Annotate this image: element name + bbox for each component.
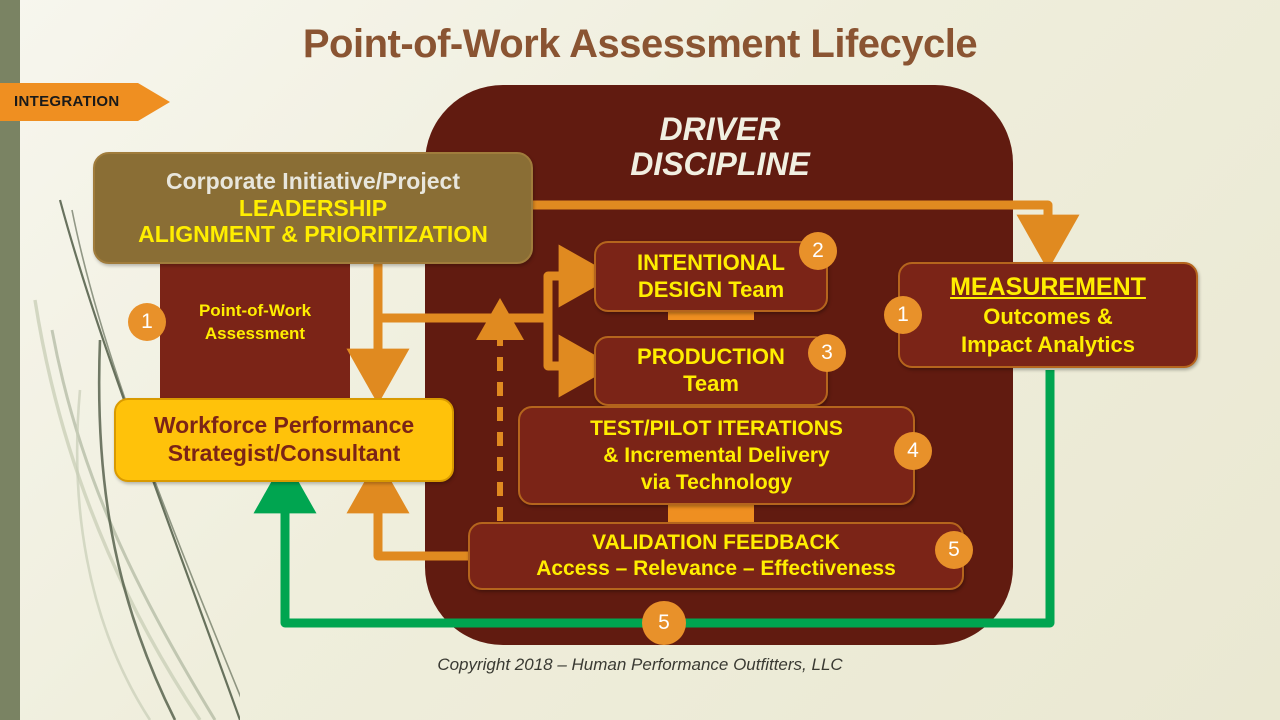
point-of-work-label: Point-of-Work Assessment [165,300,345,346]
integration-tag: INTEGRATION [0,83,170,121]
measurement-line2: Impact Analytics [960,332,1136,357]
validation-line2: Access – Relevance – Effectiveness [536,557,896,580]
test-pilot-line2: & Incremental Delivery [603,443,830,467]
point-of-work-line1: Point-of-Work [198,301,312,320]
leadership-line1: Corporate Initiative/Project [166,168,460,195]
intentional-design-box[interactable]: INTENTIONAL DESIGN Team [594,241,828,312]
validation-line1: VALIDATION FEEDBACK [592,530,840,554]
step-number-production: 3 [808,334,846,372]
leadership-box[interactable]: Corporate Initiative/Project LEADERSHIP … [93,152,533,264]
step-number-validation: 5 [935,531,973,569]
test-pilot-line1: TEST/PILOT ITERATIONS [590,416,843,440]
step-number-measurement: 1 [884,296,922,334]
step-number-point-of-work: 1 [128,303,166,341]
workforce-line2: Strategist/Consultant [167,440,401,466]
intentional-design-line2: DESIGN Team [637,276,785,302]
test-pilot-box[interactable]: TEST/PILOT ITERATIONS & Incremental Deli… [518,406,915,505]
loop-marker-number: 5 [642,601,686,645]
point-of-work-line2: Assessment [204,323,306,343]
measurement-box[interactable]: MEASUREMENT Outcomes & Impact Analytics [898,262,1198,368]
page-title: Point-of-Work Assessment Lifecycle [302,22,978,66]
production-team-box[interactable]: PRODUCTION Team [594,336,828,406]
discipline-line: DISCIPLINE [630,145,810,182]
driver-line: DRIVER [659,111,781,147]
measurement-line1: Outcomes & [983,303,1113,329]
integration-tag-shape [0,83,170,121]
intentional-design-line1: INTENTIONAL [637,249,785,275]
leadership-line2: LEADERSHIP [238,194,388,221]
production-line1: PRODUCTION [637,344,785,370]
measurement-heading: MEASUREMENT [950,272,1146,301]
production-line2: Team [683,371,739,396]
workforce-strategist-box[interactable]: Workforce Performance Strategist/Consult… [114,398,454,482]
validation-feedback-box[interactable]: VALIDATION FEEDBACK Access – Relevance –… [468,522,964,590]
step-number-intentional-design: 2 [799,232,837,270]
driver-discipline-label: DRIVER DISCIPLINE [560,112,880,181]
workforce-line1: Workforce Performance [153,412,415,439]
copyright-text: Copyright 2018 – Human Performance Outfi… [437,655,843,674]
integration-tag-label: INTEGRATION [14,93,120,110]
test-pilot-line3: via Technology [640,471,793,495]
left-olive-bar [0,0,20,720]
step-number-test-pilot: 4 [894,432,932,470]
leadership-line3: ALIGNMENT & PRIORITIZATION [138,221,488,248]
